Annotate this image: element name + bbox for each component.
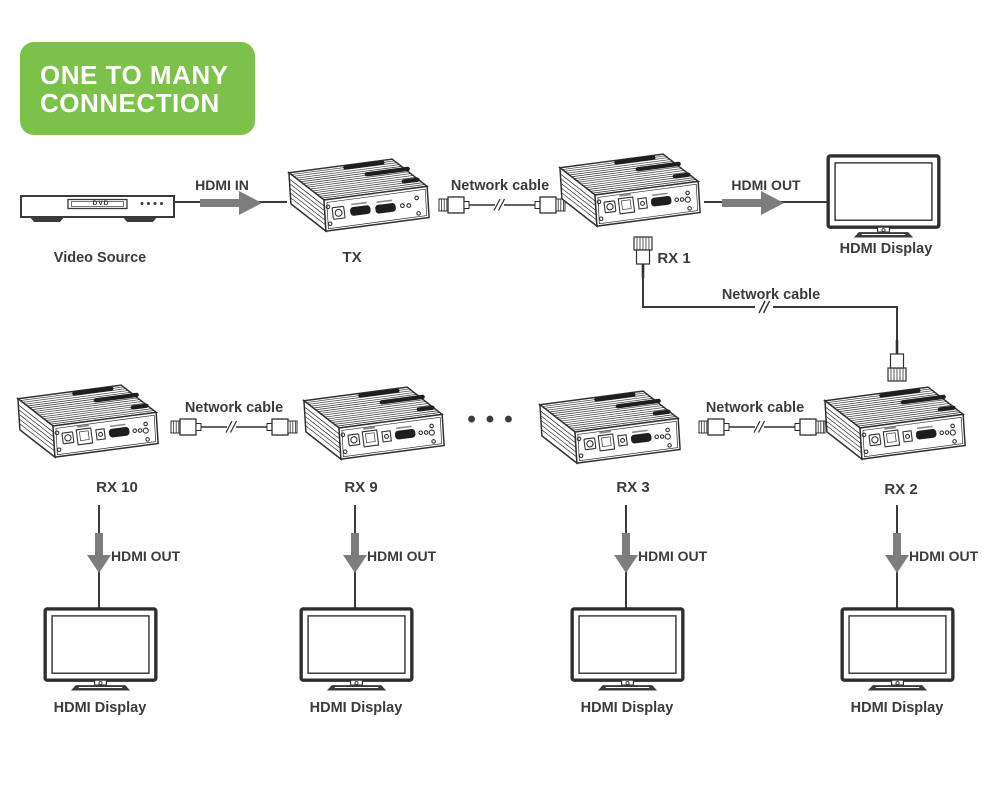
hdmi-display-icon-3 <box>570 607 685 692</box>
daisy-cable-segment-down2 <box>896 306 898 344</box>
hdmi-display-label-1: HDMI Display <box>53 700 147 716</box>
rx9-device-icon <box>302 385 448 469</box>
hdmi-out-label-3: HDMI OUT <box>638 548 708 564</box>
hdmi-display-label-top: HDMI Display <box>839 241 933 257</box>
hdmi-display-icon-top <box>826 154 941 239</box>
tx-device-icon <box>287 157 433 241</box>
network-cable-label-daisy: Network cable <box>721 287 821 303</box>
rx2-device-icon <box>823 385 969 469</box>
rx1-label: RX 1 <box>657 250 691 267</box>
hdmi-in-arrow-icon <box>200 190 262 216</box>
rj45-plug-icon-rx2 <box>887 340 907 382</box>
network-cable-label-right: Network cable <box>705 400 805 416</box>
badge-line2: CONNECTION <box>40 88 220 118</box>
hdmi-out-label-top: HDMI OUT <box>731 177 801 193</box>
tx-label: TX <box>342 249 362 266</box>
hdmi-out-label-1: HDMI OUT <box>111 548 181 564</box>
hdmi-out-label-2: HDMI OUT <box>367 548 437 564</box>
badge-line1: ONE TO MANY <box>40 60 229 90</box>
hdmi-display-label-3: HDMI Display <box>580 700 674 716</box>
daisy-cable-segment-down <box>642 273 644 308</box>
hdmi-out-arrow-icon-2 <box>342 533 368 573</box>
rx9-label: RX 9 <box>344 479 378 496</box>
hdmi-out-arrow-icon-1 <box>86 533 112 573</box>
hdmi-display-label-2: HDMI Display <box>309 700 403 716</box>
network-cable-label-left: Network cable <box>184 400 284 416</box>
hdmi-display-icon-4 <box>840 607 955 692</box>
hdmi-out-label-4: HDMI OUT <box>909 548 979 564</box>
hdmi-display-icon-2 <box>299 607 414 692</box>
hdmi-out-arrow-icon-3 <box>613 533 639 573</box>
hdmi-out-arrow-icon-top <box>722 190 784 216</box>
network-cable-icon-top <box>438 194 566 216</box>
network-cable-icon-right <box>698 416 826 438</box>
network-cable-icon-left <box>170 416 298 438</box>
hdmi-out-arrow-icon-4 <box>884 533 910 573</box>
hdmi-display-icon-1 <box>43 607 158 692</box>
dvd-tray-label: DVD <box>92 200 110 207</box>
video-source-label: Video Source <box>53 250 147 266</box>
hdmi-display-label-4: HDMI Display <box>850 700 944 716</box>
rx2-label: RX 2 <box>884 481 918 498</box>
rx10-label: RX 10 <box>96 479 138 496</box>
one-to-many-badge: ONE TO MANY CONNECTION <box>20 42 255 135</box>
rx3-device-icon <box>538 389 684 473</box>
rx10-device-icon <box>16 383 162 467</box>
rx1-device-icon <box>558 152 704 236</box>
hdmi-in-label: HDMI IN <box>195 177 249 193</box>
network-cable-label-top: Network cable <box>450 178 550 194</box>
rx3-label: RX 3 <box>616 479 650 496</box>
ellipsis-dots: ••• <box>467 406 523 433</box>
